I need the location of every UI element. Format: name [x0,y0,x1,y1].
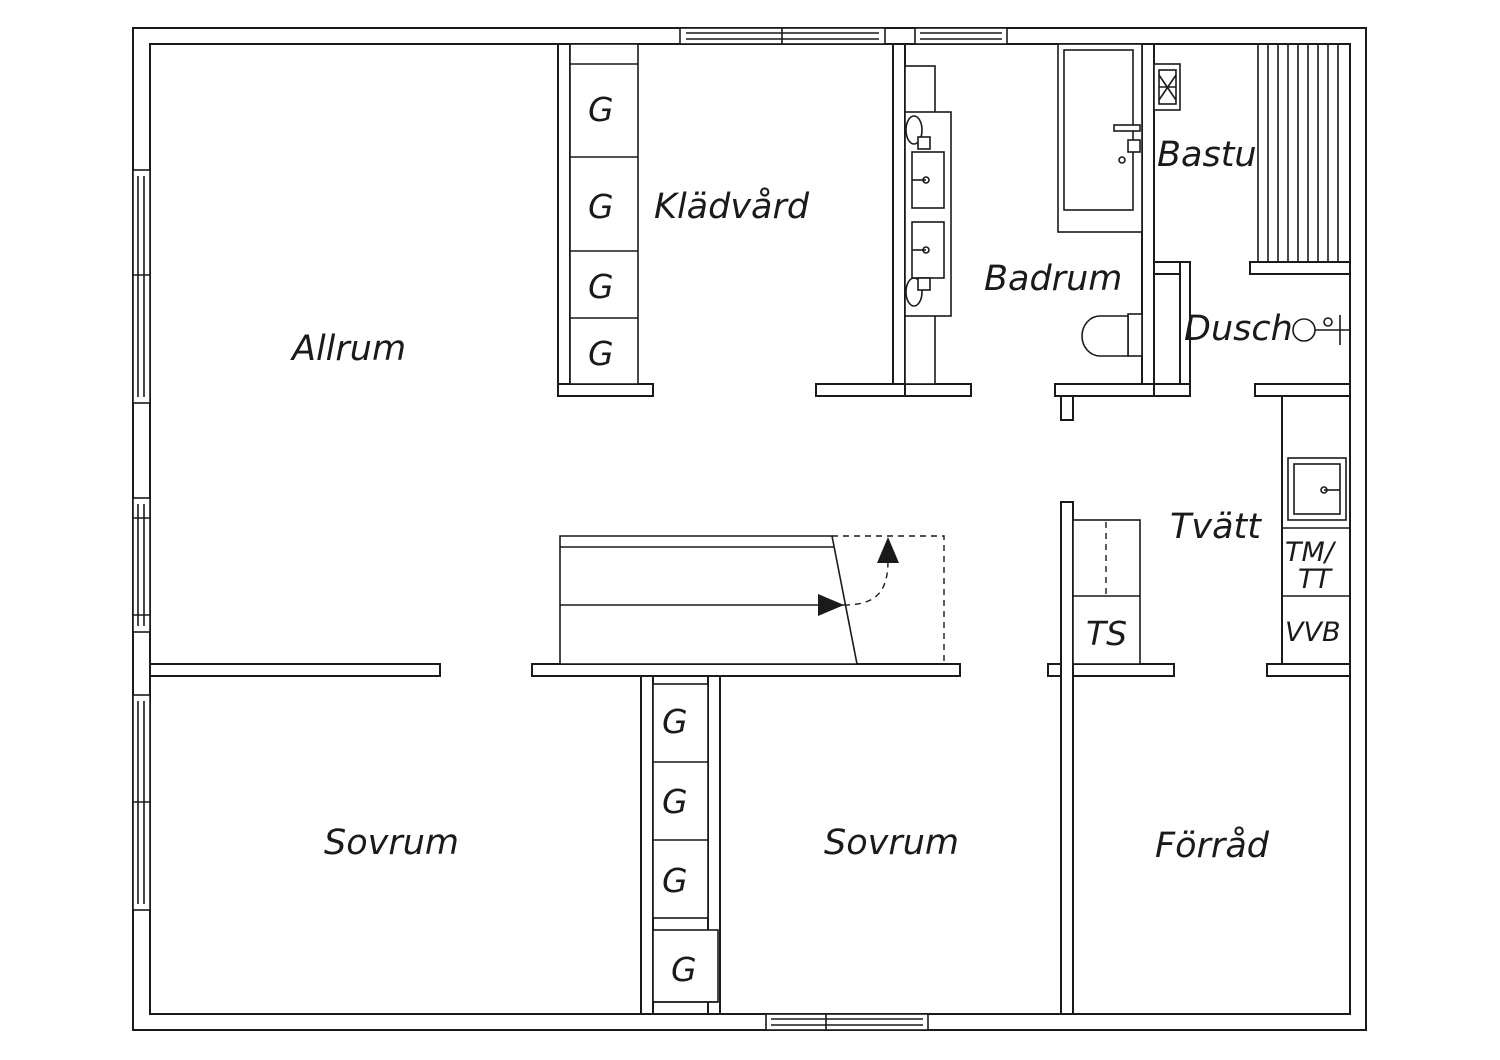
laundry-sink [1282,457,1350,597]
ts-label: TS [1086,614,1127,653]
window-left-1 [132,169,151,404]
room-sovrum-left: Sovrum [324,823,459,863]
wardrobes-sovrum [652,683,719,1003]
room-badrum: Badrum [984,259,1122,299]
bathroom-vanity [904,65,952,385]
ts-cabinet [1072,519,1141,665]
window-left-3 [132,694,151,911]
windows [132,27,1008,1031]
room-labels: Allrum Klädvård Badrum Bastu Dusch Tvätt… [290,135,1293,866]
wardrobe-label: G [588,90,614,129]
room-bastu: Bastu [1157,135,1257,175]
window-top-2 [914,27,1008,45]
interior-walls [149,43,1351,1015]
sauna-bench [1257,44,1339,262]
wardrobe-label: G [662,782,688,821]
room-allrum: Allrum [290,329,406,369]
wardrobe-label: G [662,861,688,900]
room-tvatt: Tvätt [1170,507,1262,547]
shower-head [1292,315,1350,345]
window-bottom [765,1013,929,1031]
room-dusch: Dusch [1184,309,1293,349]
fixture-labels: G G G G G G G G TS TM/ TT VVB [588,90,1340,989]
sauna-heater [1153,63,1181,111]
vvb-label: VVB [1285,617,1340,648]
wardrobe-label: G [588,267,614,306]
wardrobe-label: G [588,187,614,226]
window-left-2 [132,497,151,633]
bathtub [1057,43,1143,233]
window-top-1 [679,27,886,45]
wardrobe-label: G [662,702,688,741]
staircase [559,535,945,665]
toilet [1081,313,1143,357]
room-forrad: Förråd [1155,825,1270,866]
wardrobe-label: G [671,950,697,989]
tm-label-line2: TT [1298,564,1333,595]
wardrobes-kladvard [569,43,639,385]
tm-label-line1: TM/ [1285,537,1337,568]
wardrobe-label: G [588,334,614,373]
room-sovrum-mid: Sovrum [824,823,959,863]
room-kladvard: Klädvård [654,186,810,227]
